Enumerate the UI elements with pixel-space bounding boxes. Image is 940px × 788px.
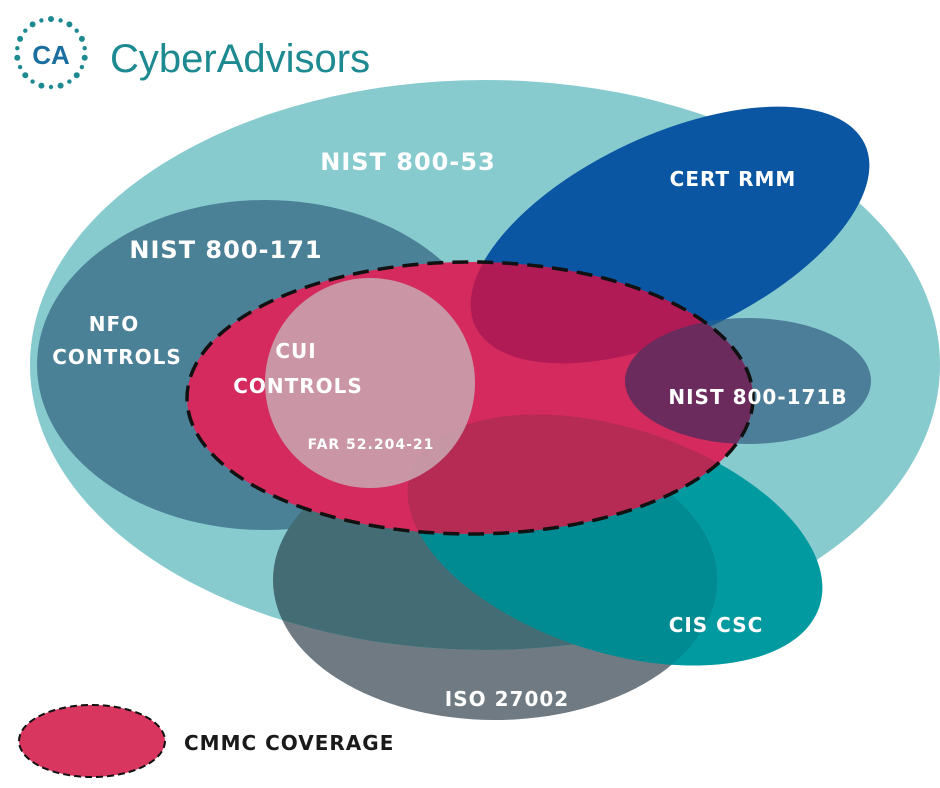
logo-name: CyberAdvisors bbox=[110, 37, 370, 81]
label-nist-800-171b: NIST 800-171B bbox=[668, 385, 847, 409]
logo-mark: CA bbox=[32, 40, 70, 70]
legend-label: CMMC COVERAGE bbox=[184, 731, 394, 755]
cmmc-dashed-border bbox=[185, 260, 755, 536]
logo-dot bbox=[39, 18, 44, 23]
logo-dot bbox=[67, 79, 72, 84]
logo-dot bbox=[73, 72, 80, 79]
label-cui-line-1: CUI bbox=[275, 339, 316, 363]
logo-dot bbox=[17, 35, 24, 42]
label-cert-rmm: CERT RMM bbox=[670, 167, 797, 191]
logo-dot bbox=[15, 46, 20, 51]
logo-dot bbox=[58, 18, 63, 23]
label-nist-800-53: NIST 800-53 bbox=[320, 148, 495, 176]
label-nist-800-171: NIST 800-171 bbox=[129, 236, 322, 264]
label-cis-csc: CIS CSC bbox=[669, 613, 764, 637]
label-cui-line-2: CONTROLS bbox=[233, 374, 363, 398]
legend: CMMC COVERAGE bbox=[18, 704, 394, 778]
logo-dot bbox=[66, 21, 73, 28]
label-nfo-line-1: NFO bbox=[89, 312, 139, 336]
overlap-cmmc-171b bbox=[625, 318, 753, 444]
logo-dot bbox=[17, 64, 23, 70]
overlap-cmmc-cert bbox=[470, 262, 753, 364]
logo-dot bbox=[23, 28, 28, 33]
legend-swatch bbox=[18, 704, 166, 778]
logo-dot bbox=[30, 79, 35, 84]
logo-dot bbox=[29, 21, 36, 28]
logo-dot bbox=[38, 82, 45, 89]
logo-dot bbox=[57, 82, 64, 89]
label-iso-27002: ISO 27002 bbox=[445, 687, 569, 711]
label-nfo-line-2: CONTROLS bbox=[52, 345, 182, 369]
label-far: FAR 52.204-21 bbox=[308, 437, 435, 453]
logo-dot-ring bbox=[14, 16, 88, 90]
logo-dot bbox=[82, 46, 87, 51]
logo-dot bbox=[79, 64, 85, 70]
logo-dot bbox=[22, 72, 29, 79]
cyberadvisors-logo[interactable]: CA CyberAdvisors bbox=[14, 16, 370, 90]
logo-dot bbox=[78, 35, 85, 42]
logo-dot bbox=[81, 54, 88, 61]
logo-dot bbox=[48, 84, 54, 90]
logo-dot bbox=[14, 54, 21, 61]
logo-dot bbox=[48, 16, 54, 22]
logo-dot bbox=[74, 28, 79, 33]
region-cui-controls bbox=[265, 278, 475, 488]
